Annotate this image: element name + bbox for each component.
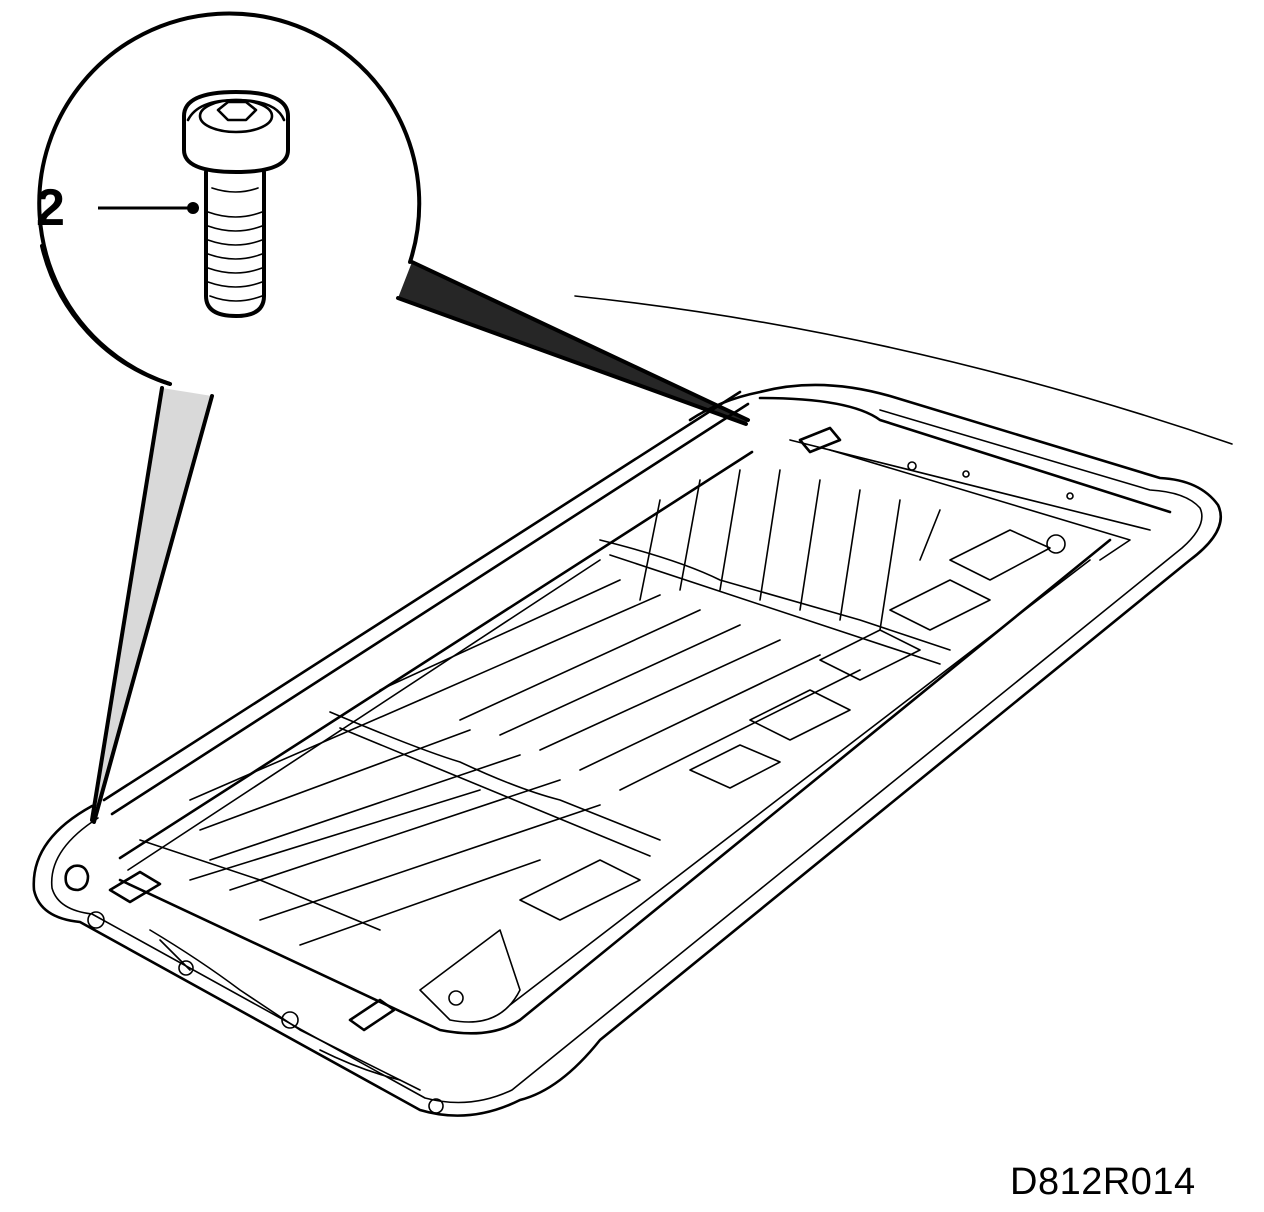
roof-panel-icon [32,383,1223,1117]
figure-id: D812R014 [1010,1161,1196,1203]
roof-contour-line [574,295,1233,445]
detail-magnifier [37,11,750,824]
sunroof-frame-icon [64,390,1172,1114]
callout-number-2: 2 [36,179,65,237]
callout-leader [98,202,199,214]
hex-socket-screw-icon [182,90,290,318]
